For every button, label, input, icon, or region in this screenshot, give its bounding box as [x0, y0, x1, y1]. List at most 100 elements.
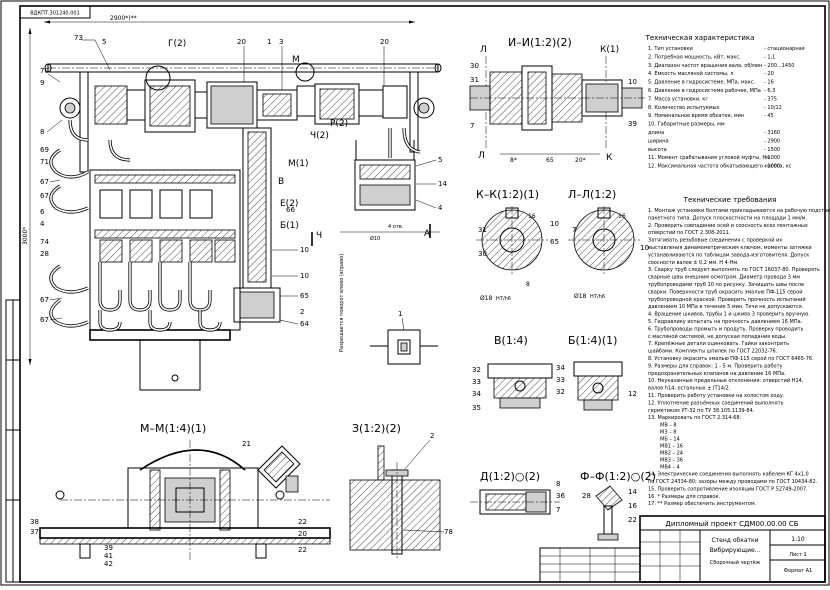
title-sub2: Вибрирующие...	[710, 547, 761, 554]
tech-tail-line: 17. ** Размер обеспечить инструментом.	[648, 501, 757, 507]
view-d-title: Д(1:2)○(2)	[480, 470, 540, 483]
spec-value: - 3160	[764, 130, 780, 136]
callout-ch2: Ч	[316, 231, 322, 241]
ii-callout-39: 39	[628, 120, 637, 128]
title-sheet: Лист 1	[789, 552, 806, 558]
tech-tail-line: 16. * Размеры для справок.	[648, 494, 720, 500]
view-v-title: В(1:4)	[494, 334, 528, 347]
tech-line: выставления динамометрическим ключом, мо…	[648, 245, 812, 251]
tech-line: 6. Трубопроводы промыть и продуть. Прове…	[648, 326, 804, 332]
callout-73: 73	[74, 34, 83, 42]
callout-20a: 20	[237, 38, 246, 46]
tech-line: сварки. Поверхности труб окрасить эмалью…	[648, 288, 803, 295]
callout-67a: 67	[40, 178, 49, 186]
ll-callout-10: 10	[640, 244, 649, 252]
spec-value: - стационарная	[764, 46, 805, 52]
tech-line: сварные швы внешним осмотром. Диаметр пр…	[648, 275, 800, 281]
ii-callout-30: 30	[470, 62, 479, 70]
section-kk: К–К(1:2)(1) 31 10 65 30 16 8 Ø18 H7/h6	[476, 188, 559, 302]
v-callout-32: 32	[472, 366, 481, 374]
title-block: Дипломный проект СДМ00.00.00 СБ Стенд об…	[539, 515, 826, 583]
kk-dim-a: 16	[528, 213, 536, 220]
callout-28: 28	[40, 250, 49, 258]
dim-hole-note: 4 отв.	[388, 224, 404, 230]
ii-dim-b: 65	[546, 157, 554, 164]
rotation-note: Разрешается поворот влево (вправо)	[339, 254, 345, 352]
view-v: В(1:4) 32 33 34 35	[472, 334, 553, 412]
callout-20b: 20	[380, 38, 389, 46]
mm-callout-22: 22	[298, 518, 307, 526]
ii-callout-7: 7	[470, 122, 474, 130]
ii-dim-c: 20*	[575, 157, 586, 164]
section-ll: Л–Л(1:2) 7 10 16 Ø18 H7/h6	[568, 188, 649, 300]
view-f: Ф–Ф(1:2)○(2) 28 14 16 22	[580, 470, 656, 541]
spec-value: - 1000	[764, 164, 780, 170]
callout-70: 70	[40, 67, 49, 75]
v-callout-34: 34	[472, 390, 481, 398]
spec-label: 10. Габаритные размеры, мм	[648, 122, 725, 128]
view-z-title: З(1:2)(2)	[352, 422, 401, 435]
ii-label-bl: Л	[478, 151, 485, 161]
tech-line: трубопроводами труб 10 по рисунку. Зачищ…	[648, 282, 804, 288]
tech-line: валов h14, остальных ± IT14/2.	[648, 386, 731, 392]
callout-m: М	[292, 55, 300, 65]
tech-tail-line: 15. Проверить сопротивление изоляции ГОС…	[648, 486, 808, 492]
dim-hole: Ø10	[370, 235, 380, 242]
callout-67c: 67	[40, 296, 49, 304]
callout-3a: 3	[279, 38, 283, 46]
kk-callout-65: 65	[550, 238, 559, 246]
mm-callout-37: 37	[30, 528, 39, 536]
tech-line: 7. Крепёжные детали оцинковать. Гайки за…	[648, 340, 789, 347]
section-ll-title: Л–Л(1:2)	[568, 188, 616, 201]
tech-line: с масляной системой, не допуская попадан…	[648, 333, 787, 340]
ll-fit: Ø18	[574, 293, 587, 300]
section-ii-label-l: Л	[480, 45, 487, 55]
mm-callout-22b: 22	[298, 546, 307, 554]
ii-callout-10: 10	[628, 78, 637, 86]
callout-1a: 1	[267, 38, 271, 46]
callout-67d: 67	[40, 316, 49, 324]
tech-tail-line: 14. Электрические соединения выполнять к…	[648, 472, 809, 478]
title-scale: 1:10	[791, 536, 805, 543]
tech-line: 13. Маркировать по ГОСТ 2.314-68:	[648, 415, 742, 421]
section-ii: И–И(1:2)(2) Л К(1) 30 31 7 10 39 8* 65 2…	[469, 36, 645, 164]
callout-10a: 10	[300, 246, 309, 254]
callout-2: 2	[300, 308, 304, 316]
tech-rows: 1. Монтаж установки болтами прикладывают…	[648, 208, 830, 507]
tech-line: 4. Вращение шкивов, трубы 1 и шкива 3 пр…	[648, 312, 810, 318]
callout-10b: 10	[300, 272, 309, 280]
callout-8: 8	[40, 128, 44, 136]
spec-value: - 375	[764, 96, 777, 102]
kk-callout-31: 31	[478, 226, 487, 234]
callout-64: 64	[300, 320, 309, 328]
kk-callout-10: 10	[550, 220, 559, 228]
kk-dim-b: 8	[526, 281, 530, 288]
b-callout-32: 32	[556, 388, 565, 396]
tech-mark: МВ4 – 4	[660, 465, 680, 471]
tech-mark: МЗ – 8	[660, 430, 676, 436]
tech-line: 1. Монтаж установки болтами прикладывают…	[648, 208, 830, 214]
b-callout-34: 34	[556, 364, 565, 372]
z-callout-2: 2	[430, 432, 434, 440]
title-sub3: Сборочный чертёж	[710, 559, 761, 566]
ll-callout-7: 7	[572, 226, 576, 234]
spec-label: 12. Максимальная частота обкатывающего н…	[648, 164, 792, 170]
tech-line: 11. Проверить работу установки на холост…	[648, 393, 785, 399]
d-callout-8: 8	[556, 480, 560, 488]
d-callout-36: 36	[556, 492, 565, 500]
mm-callout-20: 20	[298, 530, 307, 538]
tech-mark: МВ – 8	[660, 423, 677, 429]
view-mm-title: М–М(1:4)(1)	[140, 422, 206, 435]
tech-line: 2. Проверить совпадение осей и соосность…	[648, 222, 808, 229]
ll-dim-a: 16	[618, 213, 626, 220]
callout-69: 69	[40, 146, 49, 154]
section-ii-title: И–И(1:2)(2)	[508, 36, 572, 49]
section-ii-label-k: К(1)	[600, 45, 619, 55]
spec-value: - 1500	[764, 147, 780, 153]
tech-line: пакетного типа. Допуск плоскостности на …	[648, 215, 807, 221]
spec-label: 2. Потребная мощность, кВт, макс.	[648, 54, 741, 60]
tech-line: трубопроводной краской. Проверить прочно…	[648, 296, 806, 303]
tech-tail-line: по ГОСТ 24334-80; зазоры между проводами…	[648, 479, 818, 485]
